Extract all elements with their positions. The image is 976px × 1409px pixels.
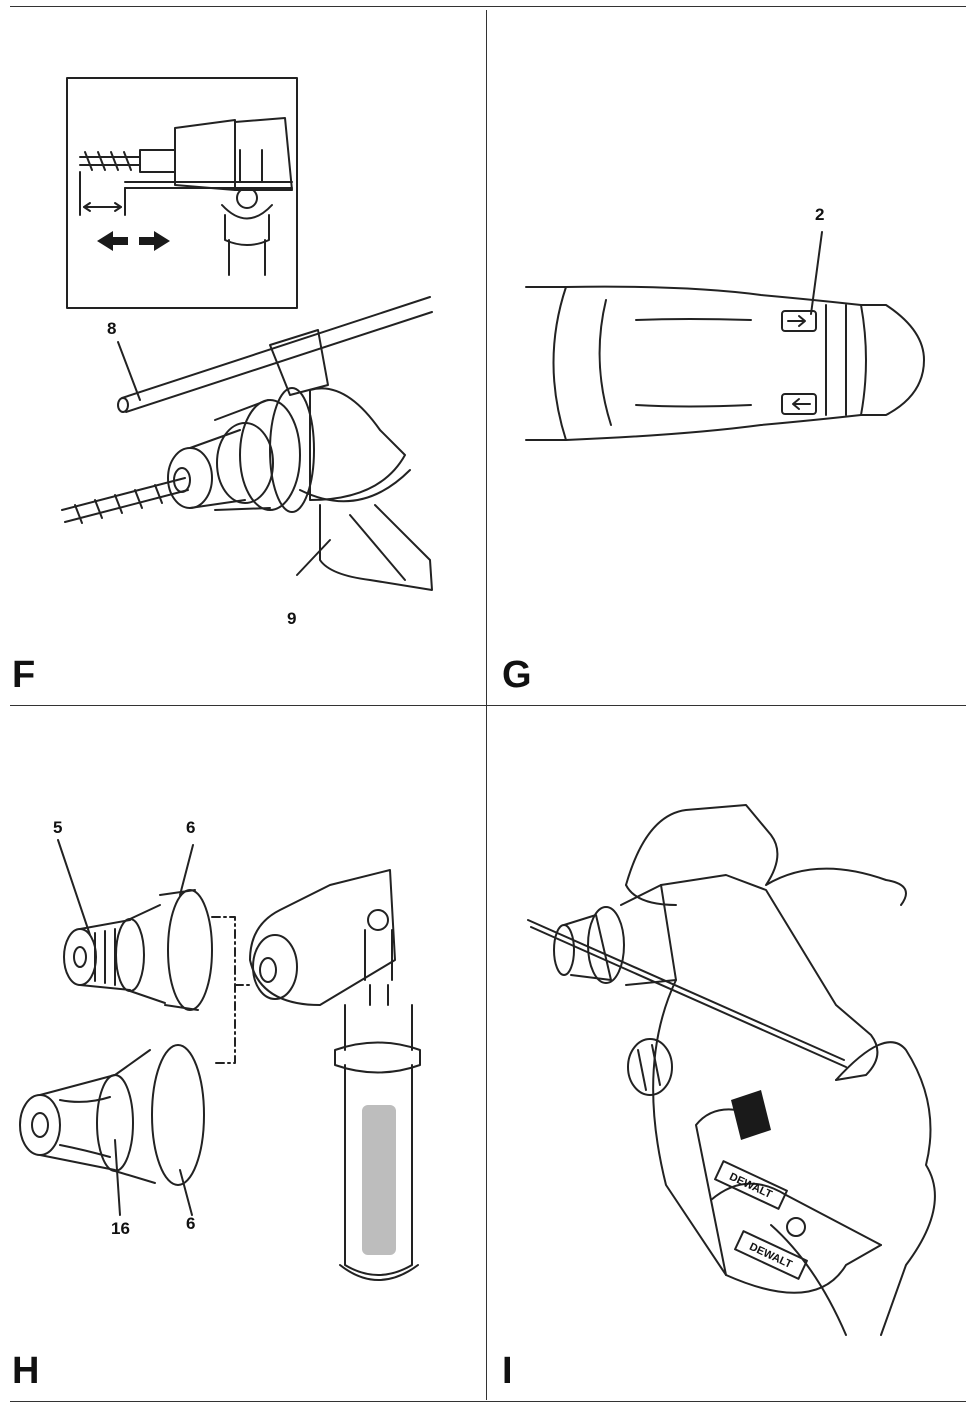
panel-g-illustration: [525, 231, 925, 441]
callout-16: 16: [111, 1219, 130, 1238]
tool-body: [525, 285, 925, 441]
sds-chuck-front: [63, 928, 97, 986]
brand-plate-top: [714, 1160, 788, 1210]
inset-measure-line: [79, 171, 126, 216]
leader-6-top: [179, 844, 194, 896]
side-handle-collar-h: [334, 1041, 421, 1074]
side-handle-collar: [309, 387, 406, 501]
grip-texture: [362, 1105, 396, 1255]
depth-rod-i: [527, 919, 847, 1068]
inset-depth-rod: [124, 181, 293, 189]
keyless-collar: [151, 1044, 205, 1186]
callout-8: 8: [107, 319, 117, 338]
leader-2: [810, 231, 823, 315]
inset-drill-bit: [79, 151, 141, 171]
forward-arrow-icon: [787, 315, 806, 327]
panel-g: 2 G: [486, 0, 976, 705]
direction-button-forward: [781, 310, 817, 332]
lower-hand: [835, 1041, 936, 1336]
keyless-chuck-front: [19, 1094, 61, 1156]
callout-6-top: 6: [186, 818, 196, 837]
sds-collar: [167, 889, 213, 1011]
depth-rod: [121, 296, 433, 413]
depth-rod-inset-box: [66, 77, 298, 309]
drill-bit: [61, 477, 189, 523]
panel-i-illustration: DEWALT DEWALT: [527, 804, 936, 1336]
rod-clamp: [269, 329, 329, 396]
center-divider: [486, 10, 487, 1400]
hammer-body-i: [660, 874, 879, 1081]
panel-f-illustration: [61, 77, 433, 591]
callout-6-bottom: 6: [186, 1214, 196, 1233]
callout-9: 9: [287, 609, 297, 628]
panel-i: DEWALT DEWALT I: [486, 705, 976, 1401]
alignment-guide: [211, 916, 236, 1064]
leader-9: [296, 539, 331, 576]
panel-h-illustration: [19, 839, 421, 1281]
panel-f: 8 9 F: [0, 0, 486, 705]
chuck-i: [553, 924, 575, 976]
leader-16: [114, 1139, 121, 1216]
direction-button-reverse: [781, 393, 817, 415]
bottom-rule: [10, 1401, 966, 1402]
upper-hand: [625, 804, 907, 906]
callout-2: 2: [815, 205, 825, 224]
adjust-arrows: [97, 231, 170, 251]
panel-letter-g: G: [502, 654, 532, 696]
hammer-head: [249, 869, 396, 1006]
panel-letter-h: H: [12, 1350, 40, 1392]
leader-5: [57, 839, 91, 936]
brand-plate-bottom: [734, 1230, 808, 1280]
reverse-arrow-icon: [792, 398, 811, 410]
leader-8: [117, 341, 141, 401]
side-handle-grip: [344, 1064, 413, 1276]
panel-h: 5 6 16 6 H: [0, 705, 486, 1401]
top-rule: [10, 6, 966, 7]
callout-5: 5: [53, 818, 63, 837]
mode-selector-knob: [627, 1038, 673, 1096]
panel-letter-f: F: [12, 654, 36, 696]
leader-6-bottom: [179, 1169, 193, 1216]
trigger: [731, 1090, 771, 1140]
panel-letter-i: I: [502, 1350, 513, 1392]
middle-rule: [10, 705, 966, 706]
